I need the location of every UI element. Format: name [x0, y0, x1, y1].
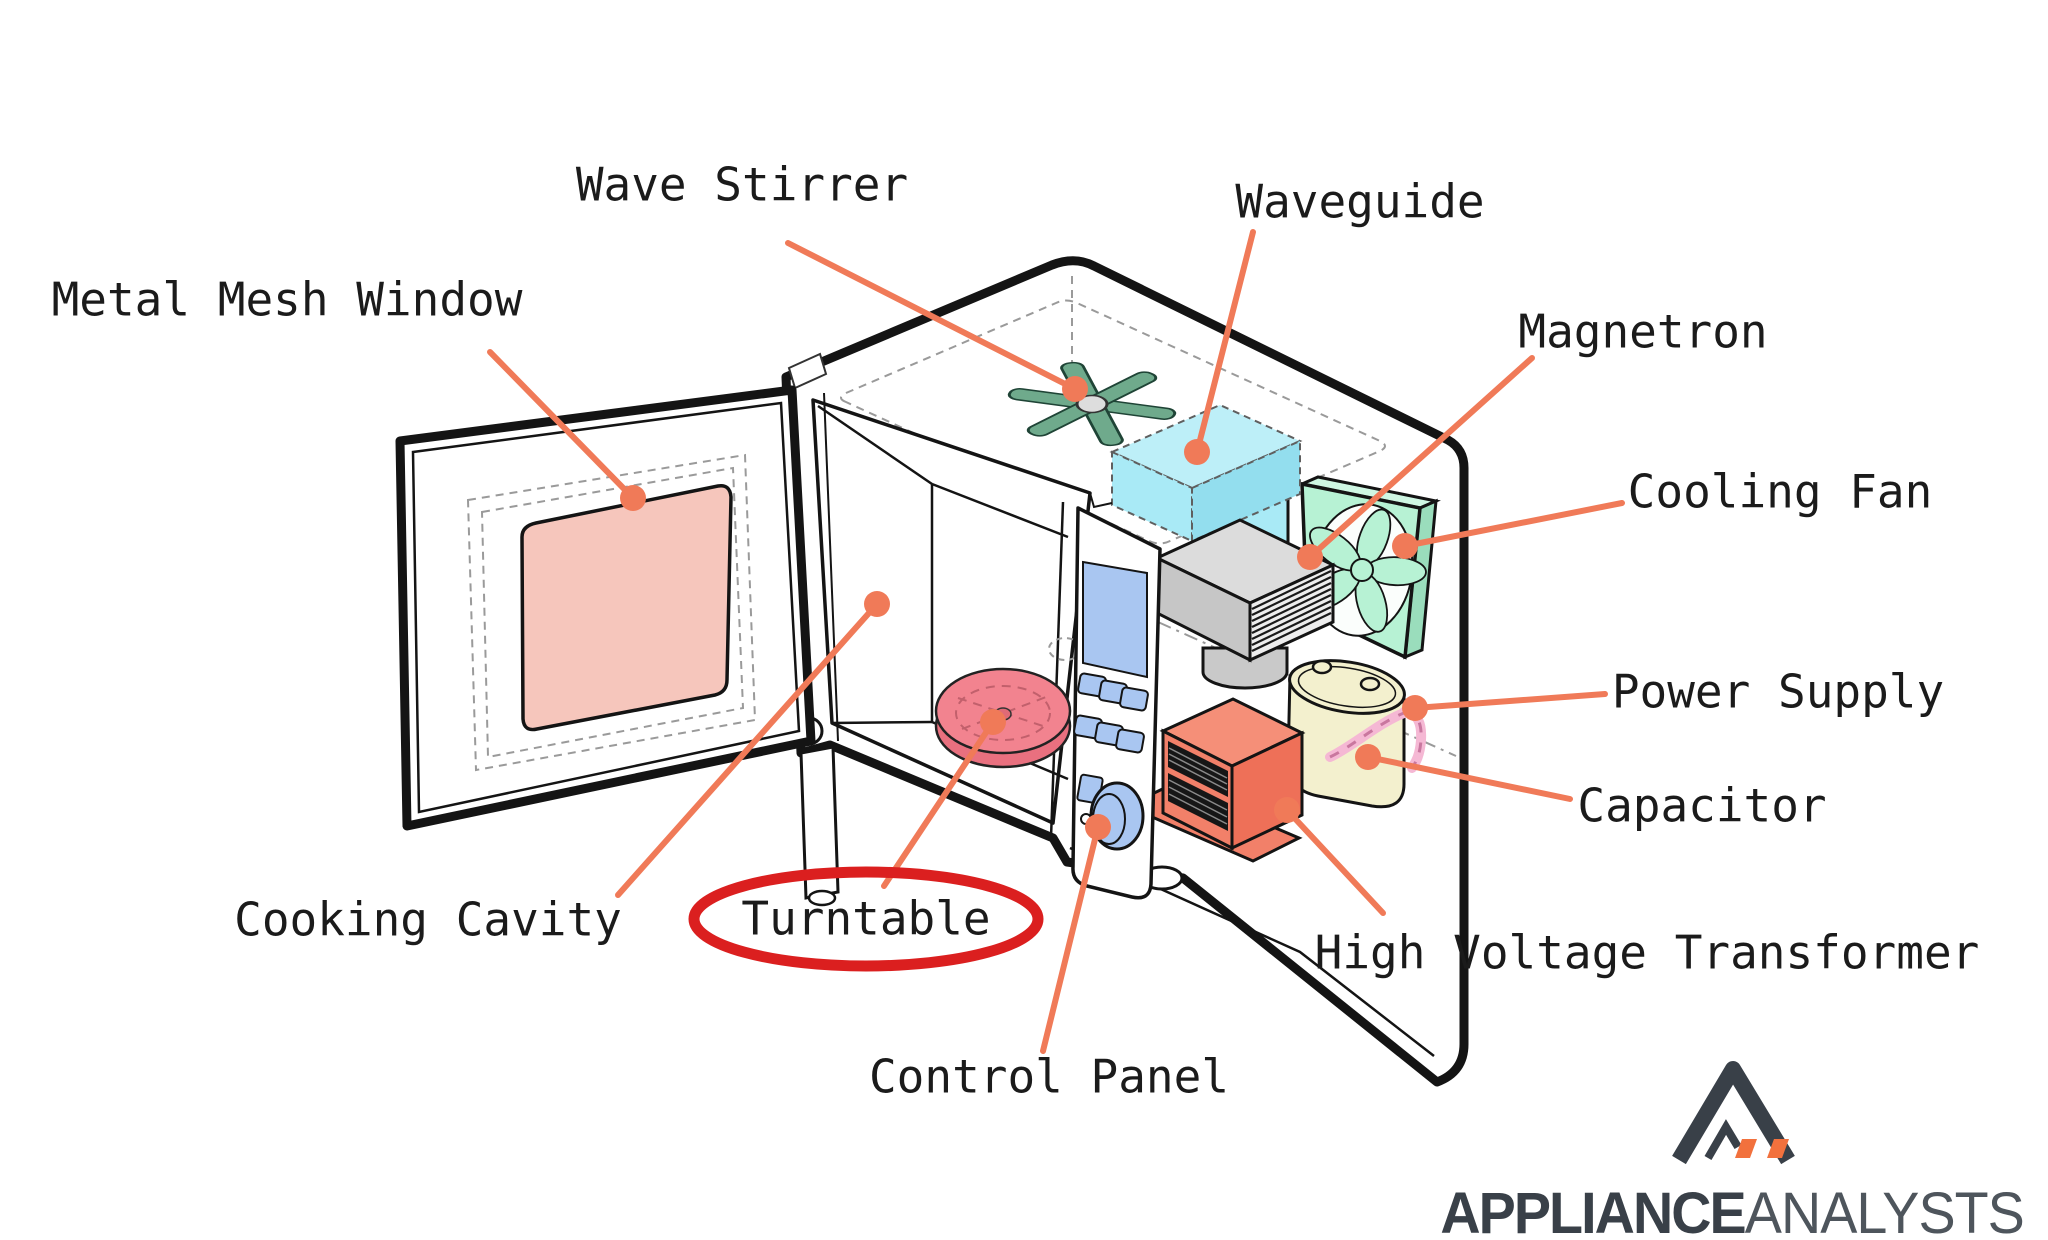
leader-waveguide — [1194, 229, 1256, 455]
leader-capacitor — [1365, 754, 1573, 802]
leader-turntable — [881, 719, 996, 889]
label-waveguide: Waveguide — [1235, 174, 1485, 229]
logo-brand-light: ANALYSTS — [1744, 1181, 2025, 1240]
leader-power-supply — [1412, 691, 1608, 711]
label-power-supply: Power Supply — [1611, 664, 1945, 719]
label-high-voltage-transformer: High Voltage Transformer — [1314, 925, 1980, 980]
door-window — [520, 483, 733, 732]
control-panel-illustration — [1071, 492, 1162, 900]
magnetron-fins — [1251, 570, 1332, 652]
leader-wave-stirrer — [785, 240, 1078, 392]
leader-control-panel — [1040, 824, 1101, 1054]
label-turntable: Turntable — [741, 891, 991, 946]
label-cooling-fan: Cooling Fan — [1627, 464, 1933, 519]
label-control-panel: Control Panel — [868, 1049, 1230, 1104]
capacitor-illustration — [1286, 659, 1406, 809]
leader-high-voltage-transformer — [1284, 807, 1386, 916]
label-capacitor: Capacitor — [1577, 778, 1827, 833]
leader-cooking-cavity — [615, 601, 880, 898]
appliance-analysts-logo-icon — [1672, 1061, 1795, 1165]
leader-magnetron — [1307, 355, 1535, 560]
highlight-ring-turntable — [688, 866, 1044, 972]
leader-lines — [487, 229, 1625, 1054]
leader-metal-mesh-window — [487, 349, 636, 501]
leader-dots — [620, 376, 1428, 840]
panel-buttons — [1073, 672, 1149, 805]
roof-hidden-outline — [840, 299, 1386, 545]
label-cooking-cavity: Cooking Cavity — [234, 892, 622, 947]
logo-brand-bold: APPLIANCE — [1440, 1181, 1746, 1240]
label-magnetron: Magnetron — [1518, 304, 1768, 359]
transformer-coil-lines — [1168, 747, 1228, 825]
magnetron-illustration — [1153, 518, 1337, 690]
panel-display — [1082, 560, 1148, 679]
leader-cooling-fan — [1402, 500, 1625, 549]
label-metal-mesh-window: Metal Mesh Window — [51, 272, 523, 327]
label-wave-stirrer: Wave Stirrer — [575, 157, 909, 212]
door-illustration — [395, 385, 816, 831]
appliance-analysts-logo: APPLIANCEANALYSTS — [1440, 1180, 2025, 1240]
